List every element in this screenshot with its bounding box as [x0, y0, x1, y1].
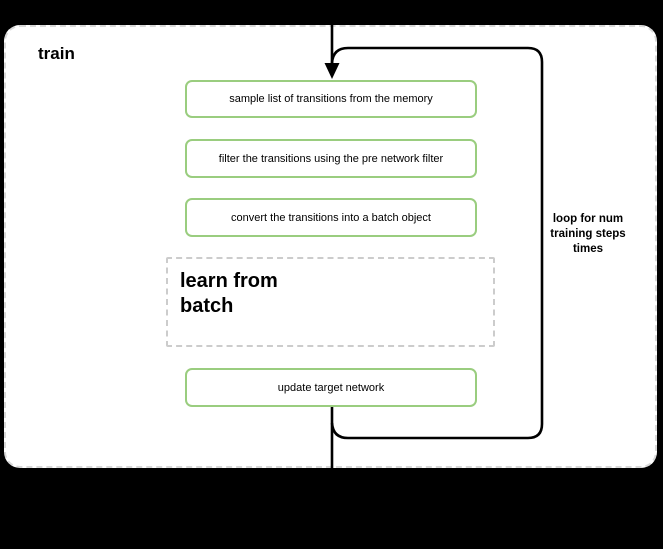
container-title: train [38, 44, 75, 63]
loop-annotation: loop for num training steps times [550, 213, 626, 255]
step-update-target-network: update target network [185, 368, 477, 407]
arrowhead-down-icon [324, 63, 340, 79]
step-sample-transitions: sample list of transitions from the memo… [185, 80, 477, 118]
loop-boundary [330, 46, 544, 440]
step-convert-to-batch: convert the transitions into a batch obj… [185, 198, 477, 237]
step-label: update target network [277, 381, 385, 394]
step-label: filter the transitions using the pre net… [218, 152, 444, 165]
step-label: sample list of transitions from the memo… [229, 93, 433, 105]
step-label: convert the transitions into a batch obj… [231, 211, 431, 224]
step-filter-transitions: filter the transitions using the pre net… [185, 139, 477, 178]
step-learn-from-batch: learn from batch [166, 257, 495, 347]
